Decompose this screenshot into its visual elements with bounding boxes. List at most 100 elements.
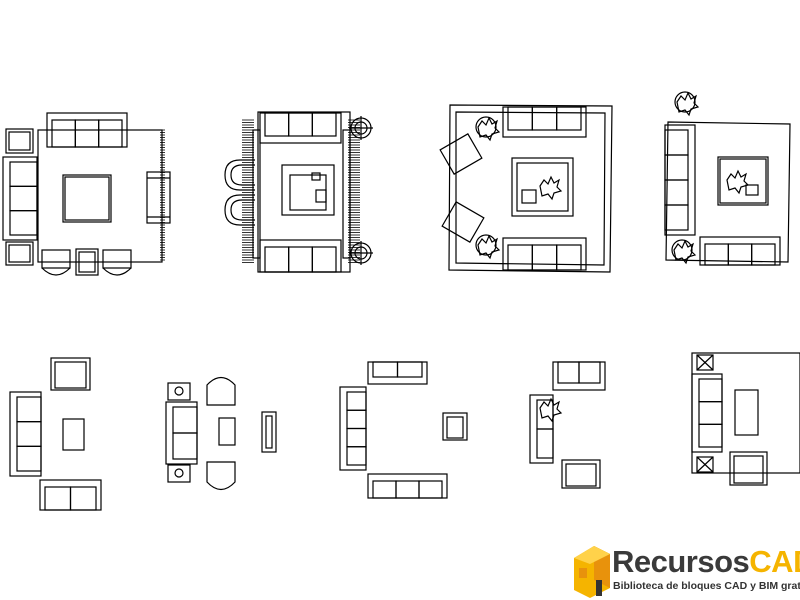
armchair (441, 201, 485, 243)
bench (261, 411, 277, 453)
sofa-cushion (396, 361, 423, 378)
sofa-cushion (507, 106, 533, 131)
coffee-table (218, 417, 236, 446)
living-room-layout-1 (2, 112, 171, 276)
rug (37, 129, 163, 263)
sofa-cushion (664, 204, 689, 231)
end-table-inner (8, 244, 31, 263)
sofa-cushion (704, 243, 729, 266)
lamp-cross (696, 354, 714, 371)
sofa-cushion (74, 119, 100, 148)
lamp (174, 468, 184, 478)
armchair-seat (54, 361, 87, 389)
sofa-cushion (698, 378, 723, 403)
living-room-layout-9 (691, 352, 800, 486)
sofa-cushion (311, 112, 337, 137)
rug (448, 104, 613, 273)
decor (315, 189, 327, 203)
coffee-table-inner (289, 174, 327, 211)
decor (521, 189, 537, 204)
sofa-cushion (9, 210, 38, 236)
side-table (475, 234, 497, 256)
coffee-table (511, 157, 574, 217)
sofa-cushion (578, 361, 601, 384)
coffee-table (62, 174, 112, 223)
sofa-cushion (264, 112, 290, 137)
plant-icon (673, 239, 697, 265)
plant-icon (477, 234, 501, 260)
sofa-cushion (536, 428, 554, 459)
decor (745, 184, 759, 196)
sofa-cushion (531, 106, 558, 131)
coffee-table-inner (719, 158, 767, 204)
sofa-cushion (507, 244, 533, 271)
lamp (174, 386, 184, 396)
rug-border (342, 129, 351, 259)
sofa-cushion (288, 246, 313, 273)
sofa-cushion (264, 246, 290, 273)
sofa-cushion (346, 409, 367, 430)
end-table (5, 241, 34, 266)
side-table (671, 239, 693, 261)
sofa-cushion (664, 129, 689, 156)
armchair (50, 357, 91, 391)
sofa-cushion (346, 427, 367, 448)
rug (691, 352, 800, 474)
side-table-inner (78, 251, 96, 273)
sofa-cushion (172, 406, 198, 434)
armchair (442, 412, 468, 441)
armchair-back (102, 267, 132, 276)
armchair (41, 249, 71, 269)
armchair-seat (733, 455, 764, 484)
coffee-table (62, 418, 85, 451)
rug-border (252, 129, 261, 259)
sofa-cushion (311, 246, 337, 273)
sofa-cushion (288, 112, 313, 137)
living-room-layout-7 (339, 361, 468, 499)
sofa-cushion (51, 119, 76, 148)
sofa-cushion (698, 401, 723, 425)
rug-inner (455, 111, 606, 266)
side-table (674, 91, 696, 113)
end-table (167, 382, 191, 401)
sofa-cushion (664, 154, 689, 181)
sofa-cushion (536, 399, 554, 430)
armchair (206, 376, 236, 406)
logo-title: RecursosCAD (612, 546, 800, 578)
living-room-layout-5 (9, 357, 102, 511)
sofa-cushion (346, 391, 367, 411)
sofa-frame (259, 112, 342, 144)
armchair-inner (230, 199, 255, 221)
end-table (5, 128, 34, 154)
sofa-frame (502, 237, 587, 271)
decor (311, 172, 321, 181)
bench (146, 171, 171, 224)
living-room-layout-3 (439, 104, 613, 273)
armchair-inner (230, 164, 255, 186)
sofa-cushion (16, 421, 42, 447)
logo-brand-cad: CAD (749, 544, 800, 579)
lamp-cross (696, 456, 714, 473)
plant-icon (477, 116, 501, 142)
sofa-cushion (751, 243, 776, 266)
logo-tagline: Biblioteca de bloques CAD y BIM gratuita (613, 580, 800, 592)
sofa-cushion (556, 106, 582, 131)
end-table (696, 354, 714, 371)
plant-icon (676, 91, 700, 117)
armchair-back (41, 267, 71, 276)
sofa-cushion (44, 486, 72, 511)
sofa-cushion (172, 432, 198, 460)
sofa-frame (259, 239, 342, 273)
sofa-frame (691, 373, 723, 453)
sofa-cushion (664, 179, 689, 206)
living-room-layout-6 (165, 376, 277, 491)
logo-brand-recursos: Recursos (612, 544, 750, 579)
coffee-table (717, 156, 769, 206)
sofa-cushion (9, 161, 38, 187)
side-table (475, 116, 497, 138)
sofa-cushion (372, 480, 397, 499)
sofa-cushion (557, 361, 580, 384)
armchair (224, 194, 255, 226)
sofa-cushion (9, 185, 38, 212)
end-table (167, 464, 191, 483)
